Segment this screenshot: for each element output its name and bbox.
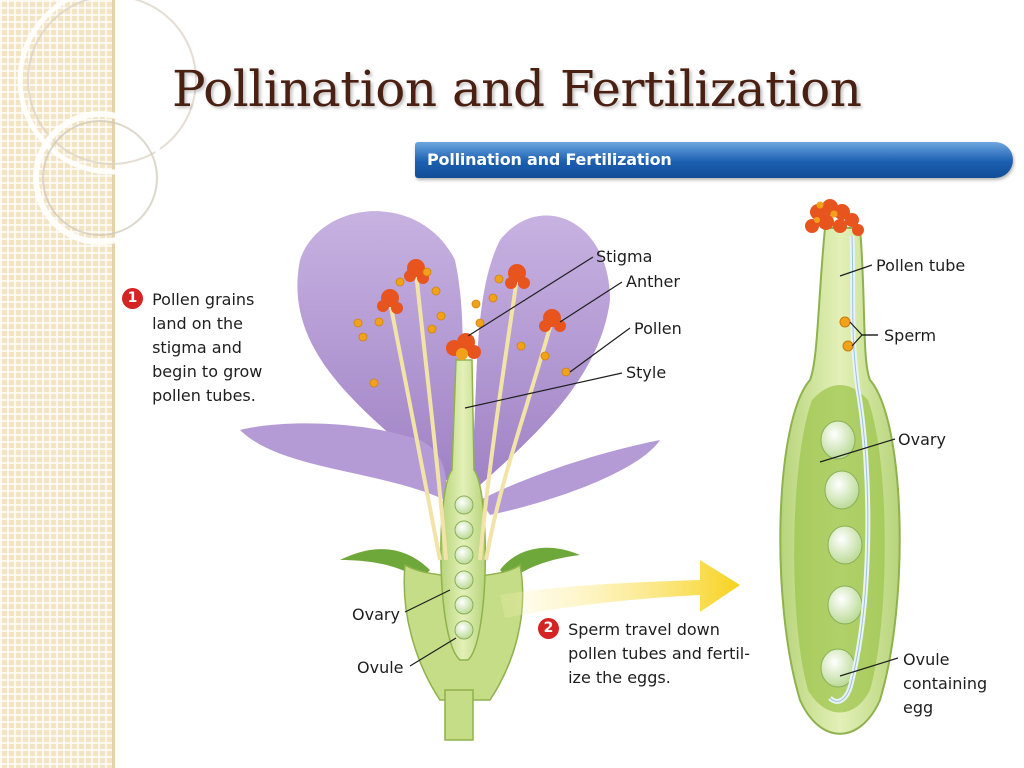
step-1-caption: 1 Pollen grains land on the stigma and b… [122, 288, 262, 408]
label-ovary-flower: Ovary [352, 605, 400, 624]
flower-cross-section [240, 211, 660, 741]
transition-arrow [500, 560, 740, 618]
label-pollen-tube: Pollen tube [876, 256, 966, 275]
step-1-line: Pollen grains [152, 290, 255, 309]
label-ovule-egg: Ovule containing egg [903, 648, 987, 720]
sperm-cell [842, 340, 854, 352]
decorative-rings [17, 0, 200, 245]
label-anther: Anther [626, 272, 680, 291]
label-ovule-flower: Ovule [357, 658, 404, 677]
step-2-caption: 2 Sperm travel down pollen tubes and fer… [538, 618, 750, 690]
step-1-line: pollen tubes. [152, 386, 256, 405]
step-2-line: ize the eggs. [568, 668, 671, 687]
flower-ovules [454, 495, 474, 640]
step-2-line: Sperm travel down [568, 620, 720, 639]
label-style: Style [626, 363, 667, 382]
step-1-line: land on the [152, 314, 243, 333]
label-ovary-pistil: Ovary [898, 430, 946, 449]
sidebar-edge [112, 0, 115, 768]
label-stigma: Stigma [596, 247, 653, 266]
step-2-badge: 2 [538, 618, 559, 639]
slide-title: Pollination and Fertilization [172, 60, 862, 118]
label-ovule-egg-line: Ovule [903, 650, 950, 669]
label-ovule-egg-line: containing [903, 674, 988, 693]
enlarged-pistil [779, 199, 901, 735]
label-ovule-egg-line: egg [903, 698, 934, 717]
label-sperm: Sperm [884, 326, 937, 345]
sperm-cell [839, 316, 851, 328]
step-1-badge: 1 [122, 288, 143, 309]
banner-title: Pollination and Fertilization [427, 150, 672, 169]
step-1-line: begin to grow [152, 362, 263, 381]
step-2-line: pollen tubes and fertil- [568, 644, 751, 663]
leader-lines [404, 256, 899, 677]
label-pollen: Pollen [634, 319, 682, 338]
figure-banner: Pollination and Fertilization [415, 142, 1013, 178]
pistil-ovules [820, 420, 863, 688]
step-1-line: stigma and [152, 338, 242, 357]
